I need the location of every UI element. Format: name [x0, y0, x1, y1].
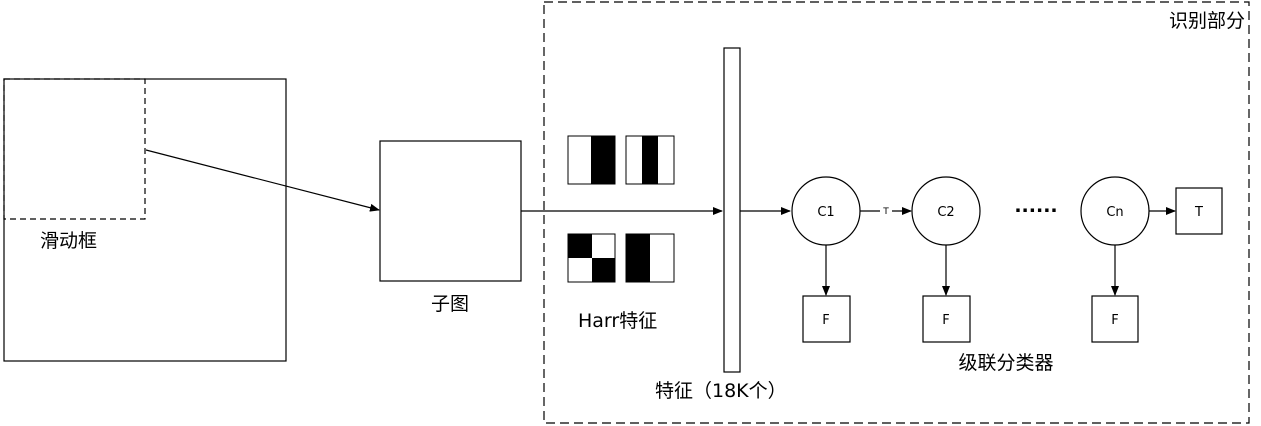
reject-box-c1: F: [802, 295, 851, 343]
haar-feature-line-icon: [625, 135, 675, 185]
c1-to-c2-edge-label: T: [882, 207, 889, 217]
feature-bar-label: 特征（18K个）: [655, 380, 787, 402]
reject-box-c2-label: F: [942, 313, 949, 328]
subimage-label: 子图: [431, 293, 469, 315]
recognition-region-label: 识别部分: [1169, 10, 1245, 32]
reject-box-c2: F: [922, 295, 971, 343]
cascade-ellipsis: ......: [1014, 195, 1057, 217]
classifier-stage-c2: C2: [911, 176, 981, 246]
classifier-stage-cn-label: Cn: [1106, 205, 1123, 220]
classifier-stage-c2-label: C2: [937, 205, 954, 220]
cascade-classifier-label: 级联分类器: [958, 352, 1053, 374]
reject-box-c1-label: F: [822, 313, 829, 328]
sliding-window-label: 滑动框: [40, 230, 97, 252]
sliding-window: 滑动框: [3, 78, 146, 252]
input-image: [3, 78, 287, 362]
recognition-region: 识别部分: [543, 1, 1250, 424]
accept-box: T: [1175, 187, 1223, 235]
haar-features-label: Harr特征: [578, 310, 657, 332]
window-to-subimage-arrow: [145, 149, 380, 212]
haar-feature-checker-icon: [567, 233, 616, 283]
reject-box-cn: F: [1091, 295, 1139, 343]
feature-bar: 特征（18K个）: [655, 47, 787, 402]
accept-box-label: T: [1194, 205, 1203, 220]
classifier-stage-c1-label: C1: [817, 205, 834, 220]
edge-label-bg: [880, 205, 892, 216]
haar-feature-edge-reversed-icon: [625, 233, 675, 283]
classifier-stage-c1: C1: [791, 176, 861, 246]
subimage-box: 子图: [379, 140, 522, 315]
classifier-stage-cn: Cn: [1080, 176, 1150, 246]
reject-box-cn-label: F: [1111, 313, 1118, 328]
haar-feature-edge-icon: [567, 135, 616, 185]
